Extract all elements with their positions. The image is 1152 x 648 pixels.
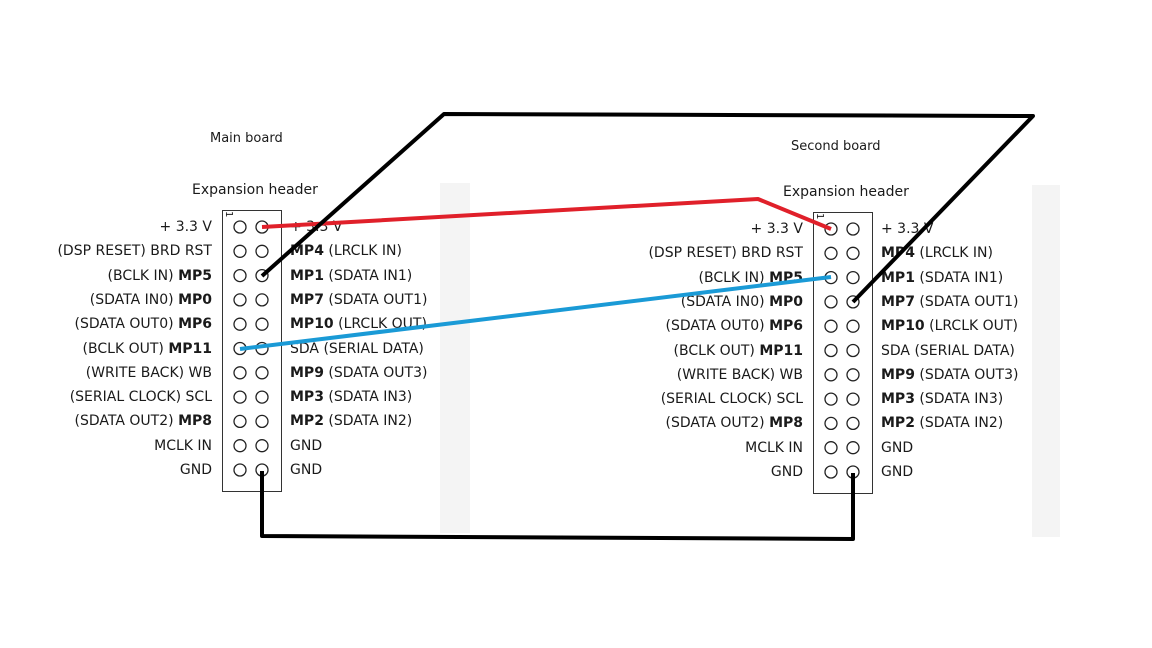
pin-label-left: (BCLK IN) MP5	[107, 267, 212, 284]
pin-label-left: (SDATA IN0) MP0	[89, 291, 212, 308]
header-pin	[824, 343, 838, 358]
pin-label-right: SDA (SERIAL DATA)	[290, 340, 424, 357]
header-pin	[233, 268, 247, 283]
pin-label-right: MP10 (LRCLK OUT)	[881, 318, 1018, 335]
pin-label-left: (SDATA OUT0) MP6	[74, 316, 212, 333]
pin-label-left: MCLK IN	[154, 437, 212, 454]
header-pin	[233, 414, 247, 429]
pin-label-right: MP2 (SDATA IN2)	[881, 415, 1004, 432]
header-pin	[846, 343, 860, 358]
header-pin	[846, 222, 860, 236]
header-pin	[846, 319, 860, 333]
header-pin	[233, 463, 247, 477]
background-strip	[1032, 185, 1060, 537]
pin-label-left: (BCLK OUT) MP11	[673, 342, 803, 359]
header-pin	[233, 244, 247, 258]
board-title: Main board	[210, 131, 283, 146]
header-pin	[233, 317, 247, 331]
pin-label-left: + 3.3 V	[159, 219, 212, 235]
pin-label-right: MP7 (SDATA OUT1)	[290, 291, 428, 308]
header-pin	[255, 366, 269, 380]
header-pin	[824, 319, 838, 333]
bclk-wire	[239, 275, 832, 351]
pin-label-right: MP3 (SDATA IN3)	[290, 389, 413, 406]
pin-label-left: (SERIAL CLOCK) SCL	[69, 389, 212, 406]
header-pin	[255, 293, 269, 307]
pin-label-left: (SERIAL CLOCK) SCL	[660, 391, 803, 408]
header-pin	[846, 416, 860, 431]
pin-label-right: MP3 (SDATA IN3)	[881, 391, 1004, 408]
pin-label-right: MP1 (SDATA IN1)	[881, 269, 1004, 286]
header-pin	[846, 441, 860, 455]
header-pin	[255, 244, 269, 258]
pin-label-left: GND	[770, 464, 803, 480]
pin-label-right: MP4 (LRCLK IN)	[290, 243, 402, 260]
header-pin	[824, 465, 838, 479]
pin-label-left: (WRITE BACK) WB	[85, 364, 212, 381]
background-strip	[440, 183, 470, 533]
expansion-header-connector	[222, 210, 282, 492]
sdata-wire	[260, 112, 1035, 304]
pin-label-right: MP1 (SDATA IN1)	[290, 267, 413, 284]
header-pin	[846, 368, 860, 382]
header-pin	[846, 270, 860, 285]
expansion-header-title: Expansion header	[783, 184, 909, 200]
header-pin	[824, 295, 838, 309]
header-pin	[233, 220, 247, 234]
pin-label-left: GND	[179, 462, 212, 478]
pin-label-left: + 3.3 V	[750, 221, 803, 237]
header-pin	[255, 414, 269, 429]
header-pin	[233, 390, 247, 404]
header-pin	[233, 293, 247, 307]
board-title: Second board	[791, 139, 881, 154]
header-pin	[824, 246, 838, 260]
pin-label-left: (SDATA OUT2) MP8	[74, 413, 212, 430]
pin-label-right: SDA (SERIAL DATA)	[881, 342, 1015, 359]
pin-label-left: MCLK IN	[745, 439, 803, 456]
header-pin	[846, 392, 860, 406]
pin-label-right: GND	[881, 464, 914, 480]
header-pin	[824, 368, 838, 382]
pin-label-right: GND	[881, 439, 914, 456]
pin-label-left: (SDATA IN0) MP0	[680, 293, 803, 310]
header-pin	[233, 439, 247, 453]
header-pin	[255, 317, 269, 331]
pin-label-left: (DSP RESET) BRD RST	[57, 243, 212, 260]
pin-label-right: GND	[290, 462, 323, 478]
pin-label-right: GND	[290, 437, 323, 454]
header-pin	[233, 366, 247, 380]
pin-label-left: (SDATA OUT2) MP8	[665, 415, 803, 432]
pin-label-left: (WRITE BACK) WB	[676, 366, 803, 383]
pin-label-right: MP7 (SDATA OUT1)	[881, 293, 1019, 310]
power-3v3-wire	[261, 197, 832, 231]
ground-wire	[260, 471, 855, 541]
header-pin	[824, 441, 838, 455]
header-pin	[255, 439, 269, 453]
pin-label-left: (DSP RESET) BRD RST	[648, 245, 803, 262]
header-pin	[846, 246, 860, 260]
expansion-header-connector	[813, 212, 873, 494]
header-pin	[824, 392, 838, 406]
pin-label-left: (BCLK OUT) MP11	[82, 340, 212, 357]
pin-label-left: (BCLK IN) MP5	[698, 269, 803, 286]
header-pin	[255, 390, 269, 404]
pin-label-right: MP9 (SDATA OUT3)	[290, 364, 428, 381]
header-pin	[824, 416, 838, 431]
expansion-header-title: Expansion header	[192, 182, 318, 198]
pin-label-left: (SDATA OUT0) MP6	[665, 318, 803, 335]
pin-label-right: MP2 (SDATA IN2)	[290, 413, 413, 430]
pin-label-right: MP9 (SDATA OUT3)	[881, 366, 1019, 383]
